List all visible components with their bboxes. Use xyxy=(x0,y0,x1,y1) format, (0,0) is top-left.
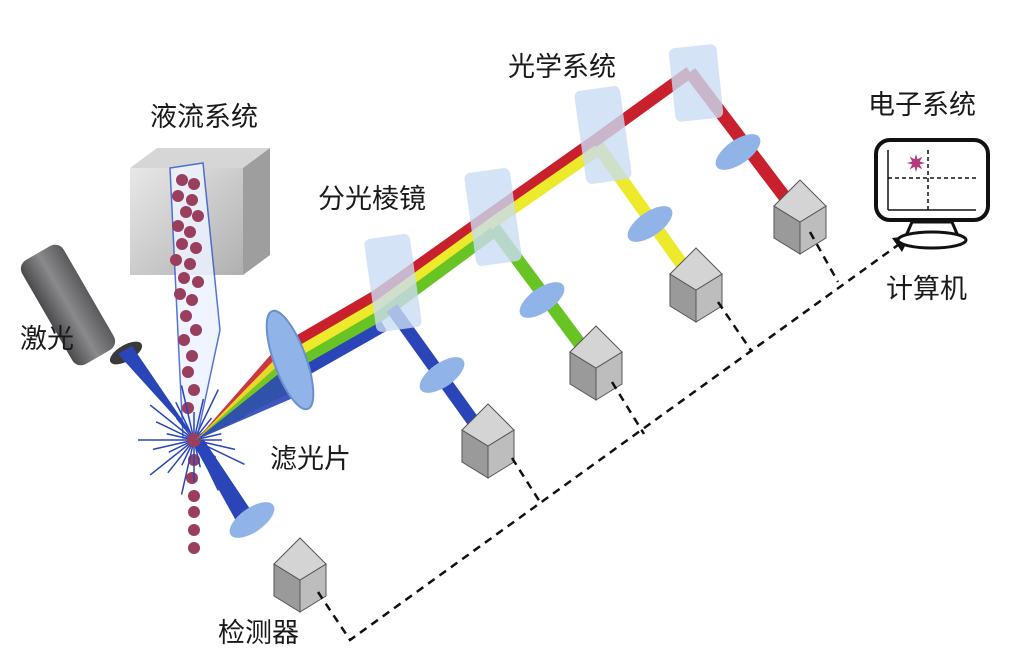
label-prism: 分光棱镜 xyxy=(318,184,426,215)
dichroic-mirror-1 xyxy=(364,234,422,332)
illuminated-cell xyxy=(187,433,201,447)
scatter-ray xyxy=(175,401,195,441)
detector-cube xyxy=(773,179,827,255)
lens-red xyxy=(715,134,761,170)
scatter-ray xyxy=(193,389,219,441)
label-fluidics: 液流系统 xyxy=(150,102,258,133)
detector-cube xyxy=(669,247,723,323)
cell xyxy=(188,524,200,536)
cell xyxy=(172,190,184,202)
scatter-ray xyxy=(149,404,195,441)
label-filter: 滤光片 xyxy=(270,444,351,475)
cell xyxy=(172,220,184,232)
event-marker xyxy=(907,154,925,172)
cell xyxy=(180,206,192,218)
lens-green xyxy=(519,282,565,318)
scatter-ray xyxy=(149,439,195,476)
filter-lens-main xyxy=(265,309,315,411)
cell xyxy=(186,472,198,484)
detectors xyxy=(273,179,827,613)
lens-bottom xyxy=(229,502,275,538)
emission-fan xyxy=(196,344,300,440)
cell xyxy=(180,310,192,322)
cell xyxy=(188,506,200,518)
cell xyxy=(178,272,190,284)
cell xyxy=(188,178,200,190)
dichroic-mirror-4 xyxy=(668,44,724,122)
monitor-dots xyxy=(907,154,925,172)
cell xyxy=(182,366,194,378)
cell xyxy=(182,402,194,414)
cell xyxy=(170,254,182,266)
cell xyxy=(186,194,198,206)
cell xyxy=(186,350,198,362)
cell xyxy=(190,324,202,336)
scatter-ray xyxy=(180,385,195,441)
cell xyxy=(192,276,204,288)
label-optics: 光学系统 xyxy=(508,52,616,83)
cells xyxy=(170,174,204,554)
detector-cube xyxy=(461,403,515,479)
scatter-ray xyxy=(180,439,195,495)
signal-lines xyxy=(316,231,906,642)
computer-monitor xyxy=(874,138,990,250)
laser-beam xyxy=(118,346,256,528)
cell xyxy=(186,294,198,306)
label-detector: 检测器 xyxy=(218,618,299,649)
cell xyxy=(178,334,190,346)
cell xyxy=(184,226,196,238)
scatter-ray xyxy=(193,439,245,465)
cell xyxy=(176,238,188,250)
dichroic-mirror-3 xyxy=(574,86,632,184)
lens-yellow xyxy=(627,206,673,242)
cell xyxy=(176,174,188,186)
scatter-ray xyxy=(193,439,219,491)
cell xyxy=(188,384,200,396)
cell xyxy=(188,490,200,502)
lens-blue xyxy=(419,357,465,393)
cell xyxy=(190,242,202,254)
cell xyxy=(192,210,204,222)
cell xyxy=(184,258,196,270)
label-laser: 激光 xyxy=(20,324,74,355)
dichroic-mirror-2 xyxy=(464,168,522,266)
label-electronics: 电子系统 xyxy=(868,90,976,121)
cell xyxy=(174,288,186,300)
cell xyxy=(188,542,200,554)
label-computer: 计算机 xyxy=(886,274,967,305)
detector-cube xyxy=(273,537,327,613)
